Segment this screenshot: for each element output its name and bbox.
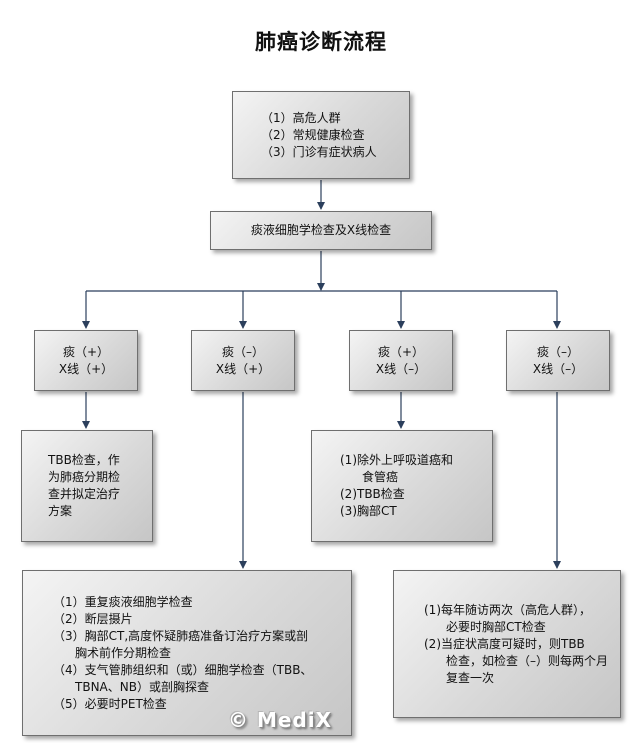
result4-line-1: (1)每年随访两次（高危人群）， — [424, 602, 591, 617]
result4-line-3: (2)当症状高度可疑时，则TBB — [424, 636, 585, 651]
result1-line-1: TBB检查，作 — [48, 453, 120, 467]
start-line-1: （1）高危人群 — [261, 110, 341, 125]
result2-line-4: 胸术前作分期检查 — [75, 645, 172, 660]
result1-line-4: 方案 — [48, 504, 73, 518]
sputum-xray-exam-box: 痰液细胞学检查及X线检查 — [210, 211, 432, 250]
result1-line-2: 为肺癌分期检 — [48, 470, 121, 484]
result2-line-6: TBNA、NB）或剖胸探查 — [75, 679, 209, 694]
result1-line-3: 查并拟定治疗 — [48, 487, 121, 501]
result-tbb-staging-box: TBB检查，作 为肺癌分期检 查并拟定治疗 方案 — [21, 430, 153, 542]
case2-line-2: X线（+） — [215, 361, 271, 376]
result4-line-2: 必要时胸部CT检查 — [446, 619, 546, 634]
result3-line-1: (1)除外上呼吸道癌和 — [340, 453, 453, 467]
result2-line-3: （3）胸部CT,高度怀疑肺癌准备订治疗方案或剖 — [53, 628, 309, 643]
sputum-xray-exam-label: 痰液细胞学检查及X线检查 — [250, 223, 392, 237]
case1-line-1: 痰（+） — [62, 344, 110, 359]
result-exclude-upper-airway-box: (1)除外上呼吸道癌和 食管癌 (2)TBB检查 (3)胸部CT — [311, 430, 493, 542]
result2-line-7: （5）必要时PET检查 — [53, 696, 167, 711]
case-sputum-neg-xray-pos: 痰（–） X线（+） — [191, 330, 295, 391]
result4-line-4: 检查，如检查（–）则每两个月 — [446, 653, 609, 668]
case4-line-1: 痰（–） — [536, 344, 579, 359]
start-line-3: （3）门诊有症状病人 — [261, 144, 377, 159]
diagram-title: 肺癌诊断流程 — [255, 30, 387, 54]
result3-line-4: (3)胸部CT — [340, 504, 397, 518]
case-sputum-pos-xray-pos: 痰（+） X线（+） — [34, 330, 138, 391]
case3-line-1: 痰（+） — [377, 344, 425, 359]
result2-line-2: （2）断层摄片 — [53, 611, 133, 626]
medix-watermark: © MediX — [228, 708, 333, 732]
result-followup-box: (1)每年随访两次（高危人群）， 必要时胸部CT检查 (2)当症状高度可疑时，则… — [393, 570, 621, 718]
result2-line-1: （1）重复痰液细胞学检查 — [53, 594, 193, 609]
case3-line-2: X线（–） — [375, 361, 427, 376]
case1-line-2: X线（+） — [58, 361, 114, 376]
case2-line-1: 痰（–） — [221, 344, 264, 359]
result4-line-5: 复查一次 — [446, 670, 495, 685]
start-population-box: （1）高危人群 （2）常规健康检查 （3）门诊有症状病人 — [232, 91, 410, 179]
result-repeat-exams-box: （1）重复痰液细胞学检查 （2）断层摄片 （3）胸部CT,高度怀疑肺癌准备订治疗… — [22, 570, 352, 736]
case4-line-2: X线（–） — [532, 361, 584, 376]
case-sputum-neg-xray-neg: 痰（–） X线（–） — [506, 330, 610, 391]
start-line-2: （2）常规健康检查 — [261, 127, 365, 142]
case-sputum-pos-xray-neg: 痰（+） X线（–） — [349, 330, 453, 391]
result3-line-2: 食管癌 — [362, 470, 399, 484]
result2-line-5: （4）支气管肺组织和（或）细胞学检查（TBB、 — [53, 662, 313, 677]
result3-line-3: (2)TBB检查 — [340, 487, 405, 501]
